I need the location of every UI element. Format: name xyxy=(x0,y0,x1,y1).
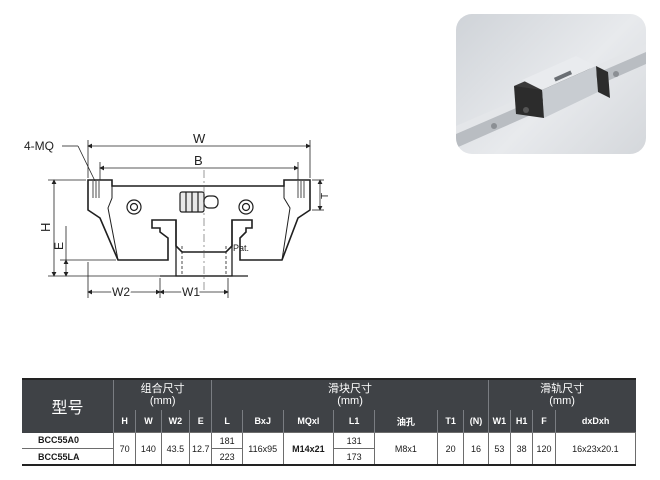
model-name: BCC55A0 xyxy=(22,432,114,449)
col-header-h1: H1 xyxy=(510,410,533,433)
value-e: 12.7 xyxy=(189,432,213,466)
rail-unit: (mm) xyxy=(549,395,575,407)
value-dxdxh: 16x23x20.1 xyxy=(554,432,637,466)
linear-guide-photo-icon xyxy=(456,44,646,148)
dimension-lines xyxy=(48,140,324,298)
col-header-e: E xyxy=(189,410,212,433)
label-pat: Pat. xyxy=(233,243,249,253)
table-row: BCC55A0 70 140 43.5 12.7 181 116x95 M14x… xyxy=(22,432,637,466)
value-mqxl: M14x21 xyxy=(282,432,335,466)
value-w1: 53 xyxy=(487,432,512,466)
rail-profile xyxy=(160,220,248,277)
value-n: 16 xyxy=(463,432,489,466)
value-l: 181 xyxy=(211,432,243,449)
value-h1: 38 xyxy=(510,432,534,466)
value-w: 140 xyxy=(135,432,162,466)
block-title: 滑块尺寸 xyxy=(328,383,373,395)
label-w1: W1 xyxy=(182,285,200,299)
col-header-w: W xyxy=(135,410,162,433)
bolt-hole-left xyxy=(126,199,142,215)
assembly-dimensions-header: 组合尺寸 (mm) xyxy=(112,380,212,410)
col-header-l1: L1 xyxy=(333,410,375,433)
col-header-w1: W1 xyxy=(487,410,511,433)
label-h: H xyxy=(38,223,53,232)
assembly-title: 组合尺寸 xyxy=(140,383,185,395)
label-t: T xyxy=(320,193,331,199)
col-header-t1: T1 xyxy=(436,410,464,433)
tapped-hole-marks xyxy=(92,181,305,198)
model-name: BCC55LA xyxy=(22,448,114,466)
rail-title: 滑轨尺寸 xyxy=(540,383,585,395)
assembly-unit: (mm) xyxy=(149,395,176,407)
value-w2: 43.5 xyxy=(160,432,191,466)
col-header-dxdxh: dxDxh xyxy=(554,410,636,433)
block-cross-section-drawing: 4-MQ W B H E T W2 W1 Pat. xyxy=(24,131,331,301)
spec-table: 型号 组合尺寸 (mm) 滑块尺寸 (mm) 滑轨尺寸 (mm) H W W2 … xyxy=(22,378,637,466)
col-header-bxj: BxJ xyxy=(241,410,284,433)
bolt-hole-right xyxy=(238,199,254,215)
block-dimensions-header: 滑块尺寸 (mm) xyxy=(211,380,489,410)
label-4mq: 4-MQ xyxy=(24,139,54,153)
label-e: E xyxy=(52,242,66,250)
label-w2: W2 xyxy=(112,285,130,299)
label-w: W xyxy=(193,131,206,146)
value-h: 70 xyxy=(112,432,137,466)
block-unit: (mm) xyxy=(337,395,363,407)
col-header-n: (N) xyxy=(463,410,489,433)
table-row: BCC55LA 223 173 xyxy=(22,448,636,466)
value-t1: 20 xyxy=(436,432,465,466)
value-oil-hole: M8x1 xyxy=(373,432,438,466)
model-column-header: 型号 xyxy=(22,380,114,433)
value-f: 120 xyxy=(532,432,556,466)
value-l1: 131 xyxy=(333,432,375,449)
value-bxj: 116x95 xyxy=(241,432,284,466)
col-header-oil-hole: 油孔 xyxy=(373,410,438,433)
col-header-mqxl: MQxl xyxy=(282,410,334,433)
col-header-l: L xyxy=(211,410,243,433)
grease-nipple-icon xyxy=(179,191,219,213)
product-photo xyxy=(456,14,646,154)
col-header-w2: W2 xyxy=(160,410,190,433)
value-l: 223 xyxy=(211,448,243,466)
col-header-f: F xyxy=(532,410,556,433)
value-l1: 173 xyxy=(333,448,375,466)
label-b: B xyxy=(194,153,203,168)
rail-dimensions-header: 滑轨尺寸 (mm) xyxy=(487,380,636,410)
col-header-h: H xyxy=(112,410,136,433)
